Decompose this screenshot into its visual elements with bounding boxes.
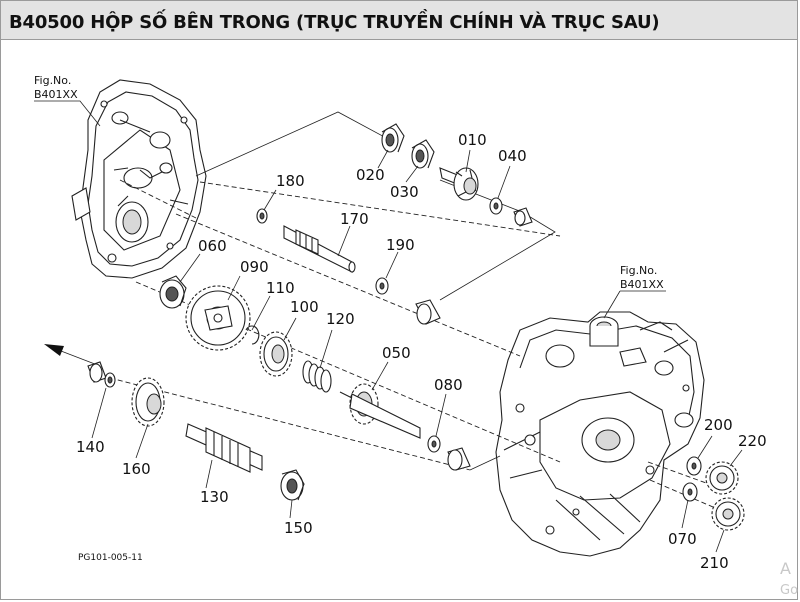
part-120-spring: [302, 360, 332, 393]
part-100-gear: [259, 331, 293, 377]
left-transmission-case: [71, 79, 207, 279]
title-bar: B40500 HỘP SỐ BÊN TRONG (TRỤC TRUYỀN CHÍ…: [0, 0, 798, 40]
part-090-large-gear: [185, 285, 251, 351]
part-060-bearing: [159, 275, 187, 309]
part-070-washer: [682, 482, 698, 502]
label-070: 070: [668, 530, 697, 548]
bushing-middle: [415, 299, 441, 325]
bushing-lower: [447, 447, 471, 471]
part-210-sprocket: [711, 497, 745, 531]
part-220-sprocket: [705, 461, 739, 495]
label-100: 100: [290, 298, 319, 316]
label-190: 190: [386, 236, 415, 254]
label-090: 090: [240, 258, 269, 276]
label-060: 060: [198, 237, 227, 255]
part-labels: 010 020 030 040 050 060 070 080 090 100 …: [76, 131, 767, 572]
label-130: 130: [200, 488, 229, 506]
right-fig-reference: Fig.No. B401XX: [603, 264, 666, 319]
part-030-bearing: [411, 139, 435, 169]
bushing-upper: [513, 207, 533, 227]
part-170-shaft: [283, 225, 356, 273]
label-020: 020: [356, 166, 385, 184]
left-fig-reference: Fig.No. B401XX: [34, 74, 101, 127]
part-110-snap-ring: [245, 325, 260, 345]
right-transmission-case: [495, 311, 705, 557]
label-150: 150: [284, 519, 313, 537]
label-170: 170: [340, 210, 369, 228]
part-200-washer: [686, 456, 702, 476]
diagram-frame: [0, 40, 798, 600]
label-010: 010: [458, 131, 487, 149]
left-fig-code: B401XX: [34, 88, 78, 101]
label-030: 030: [390, 183, 419, 201]
part-140-collar: [87, 361, 116, 388]
leader-lines: [91, 149, 743, 553]
watermark-text: A: [780, 559, 791, 578]
part-050-gear-shaft: [339, 383, 421, 439]
label-050: 050: [382, 344, 411, 362]
label-040: 040: [498, 147, 527, 165]
drawing-code: PG101-005-11: [78, 553, 143, 563]
part-150-bearing: [280, 469, 305, 501]
part-020-bearing: [381, 123, 405, 153]
part-040-washer: [489, 197, 503, 215]
direction-arrow-icon: [44, 344, 101, 367]
label-160: 160: [122, 460, 151, 478]
part-010-gear-shaft: [439, 167, 479, 201]
label-140: 140: [76, 438, 105, 456]
right-fig-prefix: Fig.No.: [620, 264, 657, 277]
label-210: 210: [700, 554, 729, 572]
page-title: B40500 HỘP SỐ BÊN TRONG (TRỤC TRUYỀN CHÍ…: [9, 12, 660, 33]
label-080: 080: [434, 376, 463, 394]
part-080-washer: [427, 435, 441, 453]
label-180: 180: [276, 172, 305, 190]
part-190-washer: [375, 277, 389, 295]
part-180-washer: [256, 208, 268, 224]
part-130-splined-shaft: [185, 423, 263, 473]
watermark-text-2: Go: [780, 583, 798, 598]
right-fig-code: B401XX: [620, 278, 664, 291]
part-160-gear: [131, 377, 165, 427]
label-220: 220: [738, 432, 767, 450]
label-200: 200: [704, 416, 733, 434]
label-110: 110: [266, 279, 295, 297]
label-120: 120: [326, 310, 355, 328]
left-fig-prefix: Fig.No.: [34, 74, 71, 87]
